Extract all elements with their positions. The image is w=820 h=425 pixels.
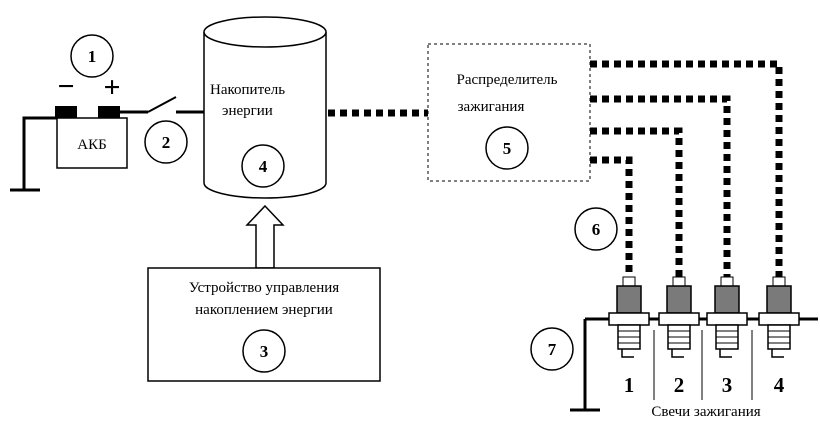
wire-plug-4: [590, 60, 783, 286]
wire-plug-2: [590, 127, 683, 286]
accumulator-cylinder: [203, 16, 327, 199]
spark-plug-3: [706, 276, 748, 358]
battery-label: АКБ: [77, 137, 106, 153]
hv-wires: [328, 60, 783, 286]
control-unit-marker-circle: [242, 329, 286, 373]
spark-plug-2: [658, 276, 700, 358]
switch-marker: 2: [162, 133, 171, 152]
accumulator-label-line2: энергии: [222, 103, 273, 119]
battery-plus-sign: +: [103, 71, 120, 104]
battery-plus-terminal: [98, 106, 120, 118]
accumulator-label-line1: Накопитель: [210, 82, 285, 98]
control-unit-label-line1: Устройство управления: [189, 280, 339, 296]
battery-ground: [10, 116, 57, 192]
wires-marker: 6: [592, 220, 601, 239]
battery-minus-sign: −: [57, 70, 74, 103]
distributor-label-line1: Распределитель: [457, 72, 558, 88]
plug-number-3: 3: [722, 373, 733, 397]
plug-number-2: 2: [674, 373, 685, 397]
accumulator-marker: 4: [259, 157, 268, 176]
wires-marker-circle: [574, 207, 618, 251]
wire-plug-3: [590, 95, 731, 286]
distributor-label-line2: зажигания: [458, 99, 525, 115]
accumulator-marker-circle: [241, 144, 285, 188]
control-arrow: [245, 204, 285, 269]
distributor-marker: 5: [503, 139, 512, 158]
battery-marker: 1: [88, 47, 97, 66]
plugs-separators: [653, 330, 753, 400]
spark-plugs-marker: 7: [548, 340, 557, 359]
spark-plug-4: [758, 276, 800, 358]
battery-marker-circle: [70, 34, 114, 78]
spark-plugs: [608, 276, 800, 358]
distributor-marker-circle: [485, 126, 529, 170]
switch-marker-circle: [144, 120, 188, 164]
control-unit-marker: 3: [260, 342, 269, 361]
switch: [120, 96, 204, 114]
spark-plugs-marker-circle: [530, 327, 574, 371]
plug-number-4: 4: [774, 373, 785, 397]
spark-plugs-caption: Свечи зажигания: [651, 404, 760, 420]
battery-box: [56, 117, 128, 169]
plug-number-1: 1: [624, 373, 635, 397]
battery-minus-terminal: [55, 106, 77, 118]
spark-plug-1: [608, 276, 650, 358]
control-unit-label-line2: накоплением энергии: [195, 302, 333, 318]
wire-plug-1: [590, 156, 633, 286]
